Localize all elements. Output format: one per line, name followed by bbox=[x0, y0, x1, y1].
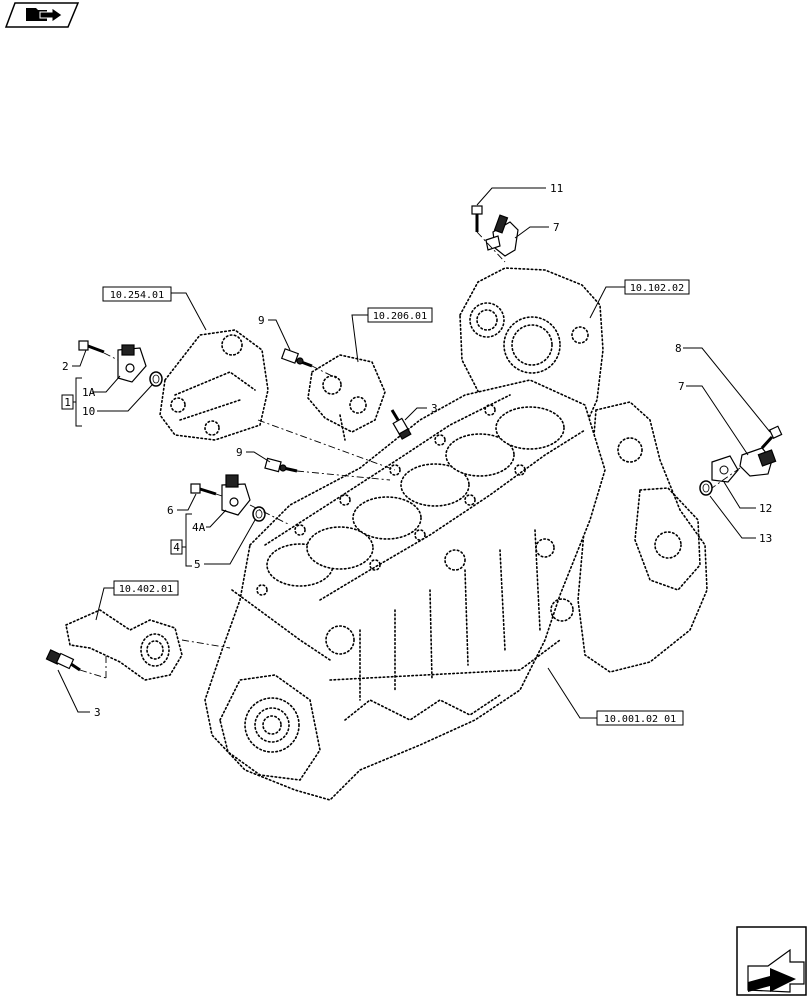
assembly-box-1[interactable]: 1 bbox=[61, 394, 74, 410]
sensor-4A bbox=[221, 474, 251, 516]
ref-box-10-001-02-01[interactable]: 10.001.02 01 bbox=[596, 710, 684, 726]
callout-7-top: 7 bbox=[553, 221, 560, 234]
ref-box-10-102-02[interactable]: 10.102.02 bbox=[624, 279, 690, 295]
assembly-lines bbox=[79, 231, 741, 679]
callout-11: 11 bbox=[550, 182, 563, 195]
pump-10-206-01 bbox=[307, 354, 386, 441]
ref-box-10-206-01[interactable]: 10.206.01 bbox=[367, 307, 433, 323]
callout-9-upper: 9 bbox=[258, 314, 265, 327]
ref-label: 10.254.01 bbox=[110, 290, 164, 301]
o-ring-10 bbox=[149, 371, 163, 387]
folder-arrow-icon[interactable] bbox=[4, 2, 80, 28]
bolt-8 bbox=[760, 425, 783, 450]
callout-10: 10 bbox=[82, 405, 95, 418]
pressure-sensor-3-upper bbox=[390, 409, 412, 440]
ref-label: 10.001.02 01 bbox=[604, 714, 676, 725]
camshaft-sensor-top bbox=[485, 214, 519, 257]
callout-5: 5 bbox=[194, 558, 201, 571]
ref-label: 10.206.01 bbox=[373, 311, 427, 322]
assembly-box-4[interactable]: 4 bbox=[170, 539, 183, 555]
elbow-pipe-10-402-01 bbox=[65, 609, 183, 681]
callout-label: 4 bbox=[173, 541, 180, 554]
ref-label: 10.402.01 bbox=[119, 584, 173, 595]
bolt-11 bbox=[471, 205, 483, 232]
callout-3-upper: 3 bbox=[431, 402, 438, 415]
o-ring-5 bbox=[252, 506, 266, 522]
o-ring-13 bbox=[699, 480, 713, 496]
ref-box-10-402-01[interactable]: 10.402.01 bbox=[113, 580, 179, 596]
leader-lines bbox=[57, 187, 771, 719]
ref-label: 10.102.02 bbox=[630, 283, 684, 294]
callout-12: 12 bbox=[759, 502, 772, 515]
callout-7-right: 7 bbox=[678, 380, 685, 393]
sensor-1A bbox=[117, 344, 147, 383]
pressure-sensor-3-lower bbox=[45, 649, 81, 672]
engine-block bbox=[204, 267, 708, 801]
callout-1A: 1A bbox=[82, 386, 96, 399]
temperature-sensor-9-upper bbox=[280, 348, 313, 368]
callout-4A: 4A bbox=[192, 521, 206, 534]
callout-labels: 11 7 9 3 2 1A 10 9 6 4A 5 3 8 7 12 13 bbox=[62, 182, 772, 719]
gasket-12 bbox=[711, 455, 739, 483]
bolt-6 bbox=[190, 483, 217, 496]
housing-assembly-10-254-01 bbox=[159, 329, 269, 441]
callout-label: 1 bbox=[64, 396, 71, 409]
temperature-sensor-9-middle bbox=[264, 457, 298, 473]
camshaft-sensor-right bbox=[739, 447, 777, 477]
callout-2: 2 bbox=[62, 360, 69, 373]
ref-box-10-254-01[interactable]: 10.254.01 bbox=[102, 286, 172, 302]
callout-6: 6 bbox=[167, 504, 174, 517]
next-page-arrow-icon[interactable] bbox=[736, 926, 807, 996]
callout-3-lower: 3 bbox=[94, 706, 101, 719]
bolt-2 bbox=[78, 340, 105, 354]
callout-8: 8 bbox=[675, 342, 682, 355]
callout-13: 13 bbox=[759, 532, 772, 545]
callout-9-middle: 9 bbox=[236, 446, 243, 459]
